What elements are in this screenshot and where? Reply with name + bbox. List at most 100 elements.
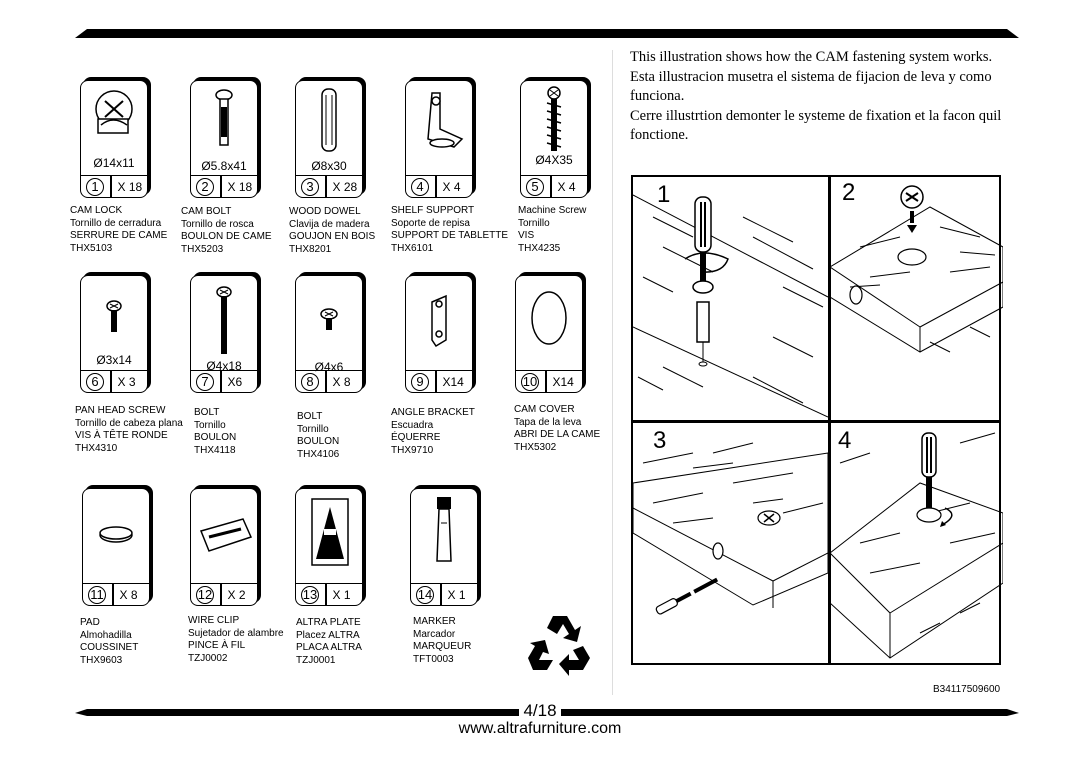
bolt-short-icon — [320, 308, 338, 330]
part-name-english: WOOD DOWEL — [289, 206, 361, 217]
part-name-french: PLACA ALTRA — [296, 642, 362, 653]
top-rule — [75, 29, 1019, 38]
angle-bracket-icon — [431, 294, 447, 348]
part-number: 4 — [411, 177, 429, 196]
part-code: THX5302 — [514, 441, 557, 453]
part-name-english: Machine Screw — [518, 205, 587, 216]
document-code: B34117509600 — [933, 684, 1001, 695]
part-name-french: VIS — [518, 230, 535, 241]
part-size: Ø8x30 — [311, 159, 347, 173]
step-3-number: 3 — [653, 427, 667, 454]
step-3-panel: 3 — [633, 423, 828, 665]
part-name-english: BOLT — [297, 411, 323, 422]
part-name-english: MARKER — [413, 616, 456, 627]
marker-icon — [436, 497, 452, 562]
part-name-spanish: Tapa de la leva — [514, 416, 582, 428]
part-name-french: SUPPORT DE TABLETTE — [391, 230, 509, 241]
quantity-separator — [325, 176, 327, 197]
part-number: 8 — [301, 372, 319, 391]
part-quantity: X 3 — [117, 374, 136, 389]
cam-system-explanation: This illustration shows how the CAM fast… — [630, 48, 1010, 146]
part-name-spanish: Tornillo — [297, 423, 329, 435]
part-code: THX4310 — [75, 442, 118, 454]
quantity-separator — [220, 584, 222, 605]
part-size: Ø5.8x41 — [201, 159, 247, 173]
quantity-separator — [550, 176, 552, 197]
part-size: Ø4x18 — [206, 359, 242, 373]
part-name-english: PAD — [80, 617, 100, 628]
column-divider — [612, 50, 613, 695]
page-number-text: 4/18 — [519, 701, 561, 720]
quantity-separator — [220, 371, 222, 392]
quantity-separator — [435, 371, 437, 392]
footer-rule — [75, 709, 1019, 716]
part-name-spanish: Tornillo de rosca — [181, 218, 254, 230]
part-code: THX6101 — [391, 242, 434, 254]
part-number: 7 — [196, 372, 214, 391]
part-code: THX5203 — [181, 243, 224, 255]
cam-bolt-icon — [215, 89, 233, 146]
part-name-english: ALTRA PLATE — [296, 617, 361, 628]
cam-lock-icon — [95, 90, 133, 134]
part-quantity: X 4 — [557, 179, 576, 194]
part-quantity: X 18 — [227, 179, 253, 194]
part-quantity: X6 — [227, 374, 243, 389]
part-number: 10 — [521, 372, 539, 391]
part-number: 14 — [416, 585, 434, 604]
part-code: THX9603 — [80, 654, 123, 666]
part-quantity-row: 7 X6 — [191, 370, 257, 392]
part-name-english: BOLT — [194, 407, 220, 418]
part-quantity: X14 — [442, 374, 464, 389]
pan-head-screw-icon — [106, 300, 122, 332]
part-quantity: X 28 — [332, 179, 358, 194]
part-quantity: X 1 — [447, 587, 466, 602]
part-quantity: X 1 — [332, 587, 351, 602]
part-name-spanish: Tornillo de cerradura — [70, 217, 162, 229]
step-2-illustration — [830, 185, 1003, 353]
part-name-french: MARQUEUR — [413, 641, 472, 652]
part-quantity: X 8 — [119, 587, 138, 602]
part-name-spanish: Tornillo — [194, 419, 226, 431]
part-size: Ø14x11 — [93, 156, 135, 170]
part-quantity: X 8 — [332, 374, 351, 389]
step-1-number: 1 — [657, 181, 671, 208]
website-url[interactable]: www.altrafurniture.com — [458, 720, 622, 737]
step-1-illustration — [633, 194, 828, 418]
quantity-separator — [220, 176, 222, 197]
part-name-french: ÉQUERRE — [391, 432, 441, 443]
step-3-illustration — [633, 442, 828, 615]
part-number: 12 — [196, 585, 214, 604]
quantity-separator — [110, 176, 112, 197]
part-name-spanish: Clavija de madera — [289, 218, 370, 230]
part-quantity: X 18 — [117, 179, 143, 194]
part-name-english: SHELF SUPPORT — [391, 205, 475, 216]
part-code: THX8201 — [289, 243, 332, 255]
part-quantity-row: 8 X 8 — [296, 370, 362, 392]
quantity-separator — [435, 176, 437, 197]
part-name-spanish: Sujetador de alambre — [188, 627, 284, 639]
